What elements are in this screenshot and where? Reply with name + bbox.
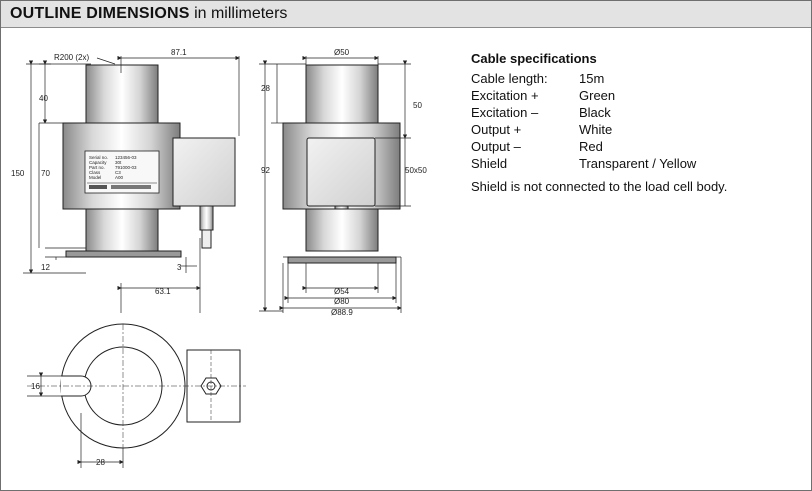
section-header: OUTLINE DIMENSIONS in millimeters — [1, 1, 811, 28]
dim-height-40: 40 — [39, 94, 48, 103]
spec-value: White — [579, 122, 613, 137]
dim-radius: R200 (2x) — [54, 53, 89, 62]
specs-heading: Cable specifications — [471, 51, 597, 66]
spec-value: Red — [579, 139, 603, 154]
section-title: OUTLINE DIMENSIONS in millimeters — [10, 5, 287, 23]
nameplate-value-1: 123456-03 — [115, 155, 137, 160]
spec-row: Cable length: 15m — [471, 70, 727, 87]
spec-value: Transparent / Yellow — [579, 156, 697, 171]
spec-label: Output – — [471, 139, 521, 154]
nameplate-value-2: 30t — [115, 160, 122, 165]
dim-slot-16: 16 — [31, 382, 40, 391]
nameplate-value-3: 791000-03 — [115, 165, 137, 170]
side-cable — [201, 229, 212, 249]
spec-value: 15m — [579, 71, 605, 86]
spec-row: Output – Red — [471, 138, 727, 155]
spec-row: Output + White — [471, 121, 727, 138]
spec-label: Output + — [471, 122, 522, 137]
title-bold: OUTLINE DIMENSIONS — [10, 5, 190, 22]
side-cable-gland — [199, 205, 214, 231]
nameplate-label-5: Model — [89, 175, 101, 180]
front-junction-box — [306, 137, 376, 207]
spec-row: Shield Transparent / Yellow — [471, 155, 727, 172]
dim-height-12: 12 — [41, 263, 50, 272]
spec-label: Excitation + — [471, 88, 539, 103]
dim-height-92: 92 — [261, 166, 270, 175]
nameplate-label-3: Part no. — [89, 165, 105, 170]
side-junction-box — [172, 137, 236, 207]
front-base-plate — [287, 256, 397, 264]
dim-height-150: 150 — [11, 169, 25, 178]
front-top-cylinder — [305, 64, 379, 124]
side-top-cylinder — [85, 64, 159, 124]
nameplate-logo — [89, 185, 107, 189]
dim-dia-80: Ø80 — [334, 297, 350, 306]
side-base-plate — [65, 250, 182, 258]
spec-row: Excitation – Black — [471, 104, 727, 121]
outline-drawing: Serial no. Capacity Part no. Class Model… — [11, 48, 427, 468]
top-view: 16 28 — [27, 323, 246, 468]
nameplate-value-5: A00 — [115, 175, 124, 180]
dim-height-28: 28 — [261, 84, 270, 93]
dim-offset-28: 28 — [96, 458, 105, 467]
side-view: Serial no. Capacity Part no. Class Model… — [11, 48, 240, 313]
dim-height-70: 70 — [41, 169, 50, 178]
dim-dia-54: Ø54 — [334, 287, 350, 296]
cable-specifications: Cable specifications Cable length: 15m Ex… — [471, 51, 727, 194]
spec-value: Black — [579, 105, 611, 120]
front-bottom-cylinder — [305, 208, 379, 252]
side-bottom-cylinder — [85, 208, 159, 252]
nameplate-label-2: Capacity — [89, 160, 107, 165]
front-view: Ø50 28 50 92 50x50 Ø54 Ø80 Ø88.9 — [259, 48, 427, 317]
spec-label: Cable length: — [471, 71, 548, 86]
spec-label: Excitation – — [471, 105, 539, 120]
dim-width-87: 87.1 — [171, 48, 187, 57]
nameplate-value-4: C3 — [115, 170, 121, 175]
spec-row: Excitation + Green — [471, 87, 727, 104]
dim-width-63: 63.1 — [155, 287, 171, 296]
spec-value: Green — [579, 88, 616, 103]
dim-box-50x50: 50x50 — [405, 166, 427, 175]
nameplate-brand — [111, 185, 151, 189]
dim-height-3: 3 — [177, 263, 182, 272]
nameplate-label-1: Serial no. — [89, 155, 108, 160]
title-unit: in millimeters — [194, 5, 288, 22]
nameplate-label-4: Class — [89, 170, 101, 175]
spec-label: Shield — [471, 156, 508, 171]
dim-dia-889: Ø88.9 — [331, 308, 353, 317]
dim-height-50: 50 — [413, 101, 422, 110]
dim-dia-50: Ø50 — [334, 48, 350, 57]
shield-note: Shield is not connected to the load cell… — [471, 179, 728, 194]
